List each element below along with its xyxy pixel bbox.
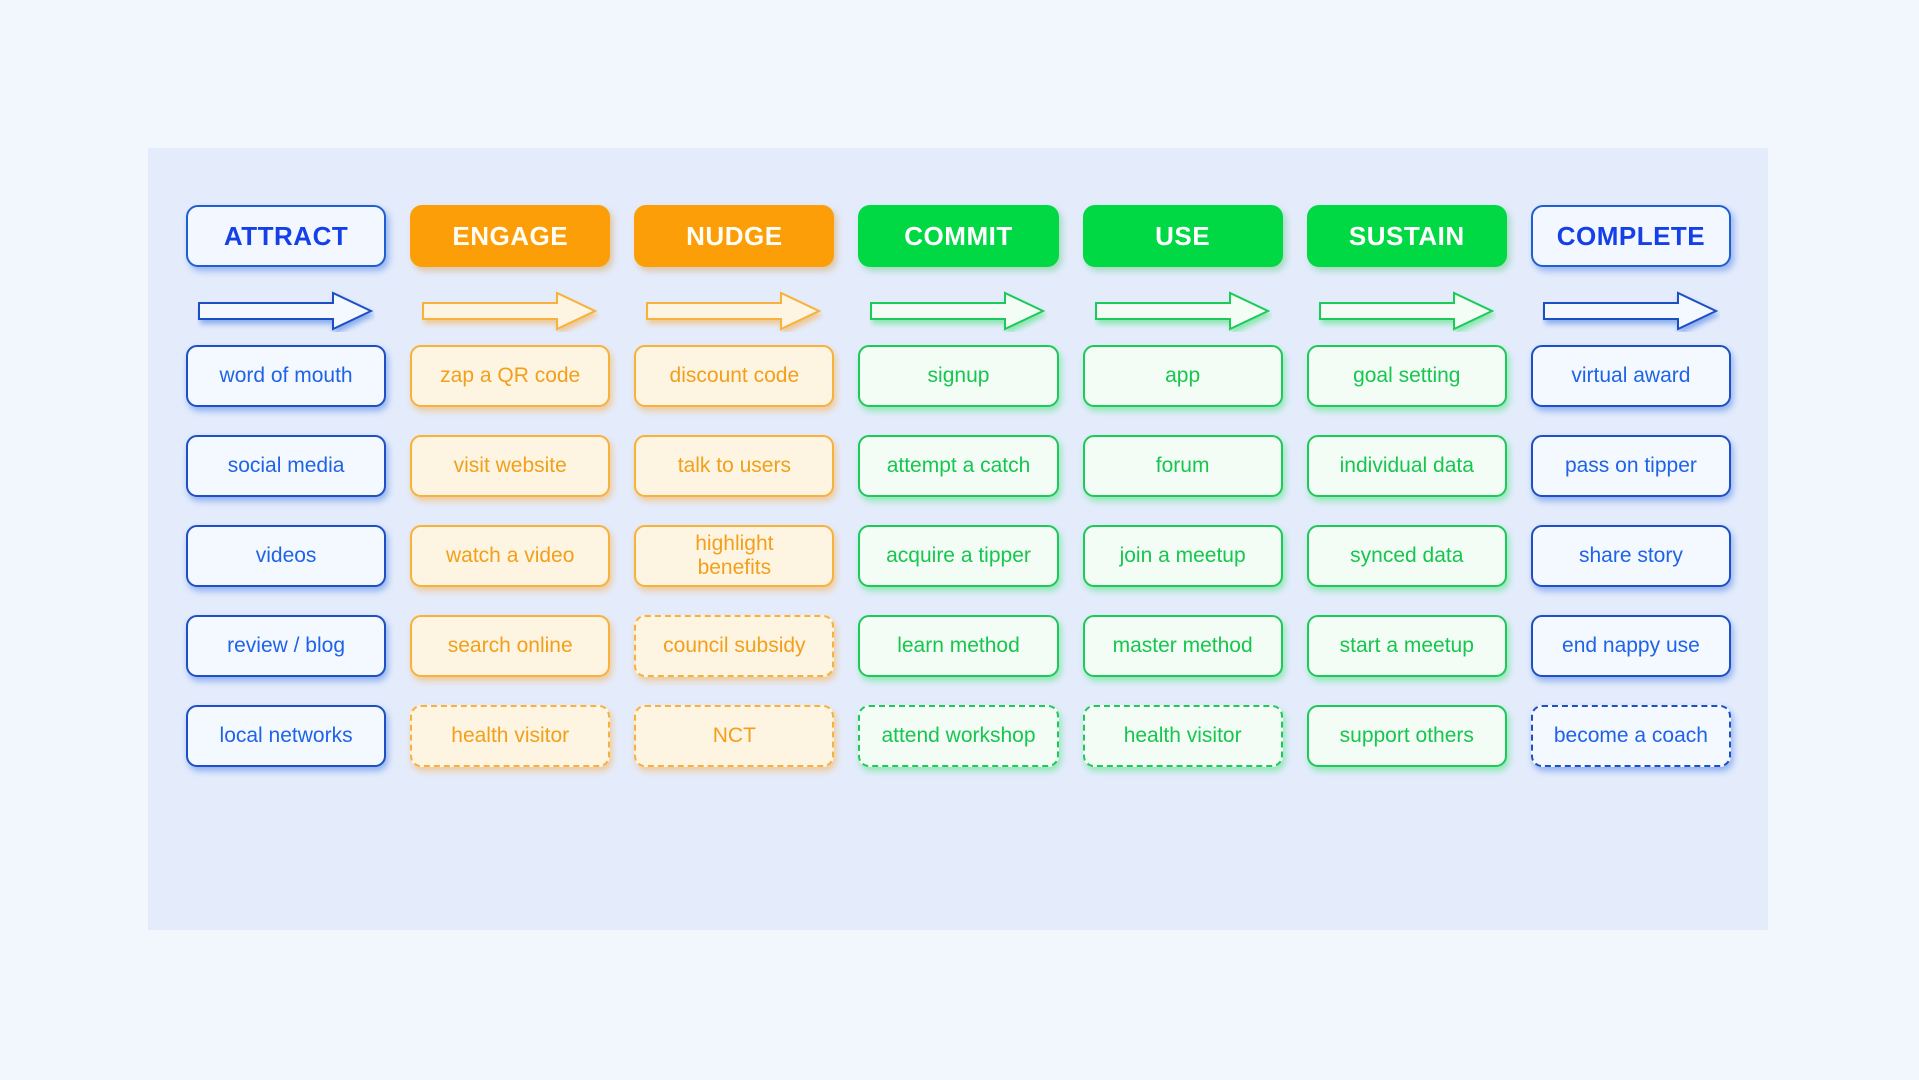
tactic-label: health visitor — [451, 724, 570, 748]
tactic-cell[interactable]: individual data — [1306, 435, 1507, 497]
tactic-cell[interactable]: become a coach — [1530, 705, 1731, 767]
tactic-label: join a meetup — [1119, 544, 1246, 568]
tactic-cell[interactable]: videos — [186, 525, 387, 587]
tactic-label: synced data — [1350, 544, 1464, 568]
tactic-cell[interactable]: app — [1082, 345, 1283, 407]
arrow-right-green-4 — [1083, 289, 1283, 333]
tactic-label: individual data — [1339, 454, 1474, 478]
tactic-label: council subsidy — [663, 634, 806, 658]
tactic-label: local networks — [219, 724, 353, 748]
tactic-cell[interactable]: goal setting — [1306, 345, 1507, 407]
tactic-cell[interactable]: health visitor — [1082, 705, 1283, 767]
tactic-label: review / blog — [227, 634, 346, 658]
tactic-cell[interactable]: pass on tipper — [1530, 435, 1731, 497]
tactic-label: support others — [1339, 724, 1474, 748]
stage-column-commit: COMMIT signup attempt a catch acquire a tip… — [858, 205, 1059, 767]
tactic-cell[interactable]: master method — [1082, 615, 1283, 677]
tactic-cell[interactable]: watch a video — [410, 525, 611, 587]
tactic-cell[interactable]: discount code — [634, 345, 835, 407]
journey-stage-matrix: ATTRACT word of mouth social media videos re… — [186, 205, 1731, 767]
tactic-label: acquire a tipper — [886, 544, 1031, 568]
tactic-label: discount code — [669, 364, 800, 388]
tactic-label: forum — [1155, 454, 1210, 478]
arrow-right-green-3 — [858, 289, 1058, 333]
tactic-label: attempt a catch — [886, 454, 1031, 478]
tactic-cell[interactable]: attempt a catch — [858, 435, 1059, 497]
tactic-cell[interactable]: acquire a tipper — [858, 525, 1059, 587]
tactic-cell[interactable]: word of mouth — [186, 345, 387, 407]
tactic-cell[interactable]: council subsidy — [634, 615, 835, 677]
tactic-label: end nappy use — [1562, 634, 1700, 658]
tactic-cell[interactable]: synced data — [1306, 525, 1507, 587]
stage-header-use[interactable]: USE — [1082, 205, 1283, 267]
stage-column-sustain: SUSTAIN goal setting individual data synced… — [1306, 205, 1507, 767]
stage-header-complete[interactable]: COMPLETE — [1530, 205, 1731, 267]
tactic-cell[interactable]: NCT — [634, 705, 835, 767]
tactic-cell[interactable]: local networks — [186, 705, 387, 767]
tactic-label: health visitor — [1123, 724, 1242, 748]
tactic-cell[interactable]: zap a QR code — [410, 345, 611, 407]
stage-header-engage[interactable]: ENGAGE — [410, 205, 611, 267]
tactic-label: pass on tipper — [1564, 454, 1697, 478]
arrow-right-green-5 — [1307, 289, 1507, 333]
tactic-label: start a meetup — [1339, 634, 1474, 658]
stage-column-nudge: NUDGE discount code talk to users highlight… — [634, 205, 835, 767]
tactic-label: attend workshop — [881, 724, 1036, 748]
tactic-label: NCT — [712, 724, 756, 748]
tactic-label: become a coach — [1553, 724, 1708, 748]
tactic-label: master method — [1112, 634, 1253, 658]
tactic-label: app — [1165, 364, 1201, 388]
tactic-label: learn method — [897, 634, 1020, 658]
arrow-right-blue-6 — [1531, 289, 1731, 333]
stage-header-attract[interactable]: ATTRACT — [186, 205, 387, 267]
arrow-right-blue-0 — [186, 289, 386, 333]
tactic-label: zap a QR code — [440, 364, 581, 388]
tactic-cell[interactable]: social media — [186, 435, 387, 497]
tactic-label: social media — [227, 454, 345, 478]
tactic-cell[interactable]: end nappy use — [1530, 615, 1731, 677]
tactic-cell[interactable]: review / blog — [186, 615, 387, 677]
stage-column-use: USE app forum join a meetup master method hea… — [1082, 205, 1283, 767]
tactic-cell[interactable]: forum — [1082, 435, 1283, 497]
tactic-cell[interactable]: highlight benefits — [634, 525, 835, 587]
tactic-cell[interactable]: talk to users — [634, 435, 835, 497]
stage-column-attract: ATTRACT word of mouth social media videos re… — [186, 205, 387, 767]
stage-header-commit[interactable]: COMMIT — [858, 205, 1059, 267]
tactic-label: search online — [447, 634, 573, 658]
tactic-label: visit website — [453, 454, 567, 478]
tactic-cell[interactable]: start a meetup — [1306, 615, 1507, 677]
tactic-cell[interactable]: learn method — [858, 615, 1059, 677]
tactic-cell[interactable]: signup — [858, 345, 1059, 407]
tactic-cell[interactable]: virtual award — [1530, 345, 1731, 407]
stage-column-complete: COMPLETE virtual award pass on tipper share… — [1530, 205, 1731, 767]
tactic-label: highlight benefits — [695, 532, 774, 579]
stage-header-nudge[interactable]: NUDGE — [634, 205, 835, 267]
tactic-label: share story — [1578, 544, 1683, 568]
tactic-cell[interactable]: search online — [410, 615, 611, 677]
arrow-right-orange-1 — [410, 289, 610, 333]
tactic-label: talk to users — [677, 454, 791, 478]
stage-column-engage: ENGAGE zap a QR code visit website watch a … — [410, 205, 611, 767]
tactic-label: virtual award — [1571, 364, 1691, 388]
tactic-label: videos — [255, 544, 317, 568]
tactic-cell[interactable]: health visitor — [410, 705, 611, 767]
tactic-label: watch a video — [446, 544, 575, 568]
tactic-cell[interactable]: join a meetup — [1082, 525, 1283, 587]
tactic-cell[interactable]: visit website — [410, 435, 611, 497]
tactic-label: word of mouth — [219, 364, 353, 388]
tactic-label: signup — [927, 364, 990, 388]
tactic-cell[interactable]: attend workshop — [858, 705, 1059, 767]
tactic-label: goal setting — [1353, 364, 1461, 388]
stage-header-sustain[interactable]: SUSTAIN — [1306, 205, 1507, 267]
arrow-right-orange-2 — [634, 289, 834, 333]
tactic-cell[interactable]: support others — [1306, 705, 1507, 767]
tactic-cell[interactable]: share story — [1530, 525, 1731, 587]
